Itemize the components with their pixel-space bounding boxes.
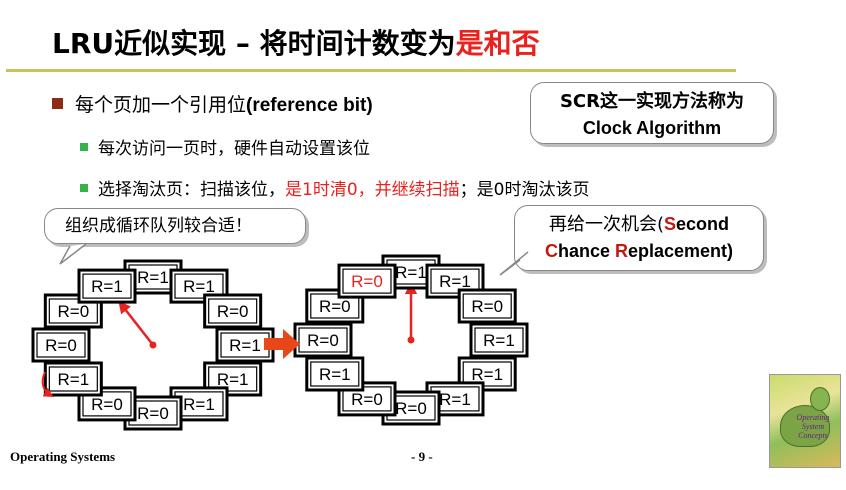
title-rule bbox=[6, 69, 736, 72]
transition-arrow-icon bbox=[264, 329, 300, 359]
frame-label: R=0 bbox=[471, 297, 503, 316]
sub-bullet-2: 选择淘汰页：扫描该位，是1时清0，并继续扫描；是0时淘汰该页 bbox=[80, 175, 589, 200]
frame-label: R=0 bbox=[307, 331, 339, 350]
slide-title: LRU近似实现 – 将时间计数变为是和否 bbox=[52, 27, 540, 60]
page-frame: R=0 bbox=[203, 293, 263, 329]
footer-course: Operating Systems bbox=[10, 449, 116, 464]
square-bullet-icon bbox=[80, 184, 88, 192]
clock-center bbox=[149, 341, 157, 349]
frame-label: R=1 bbox=[439, 272, 471, 291]
square-bullet-icon bbox=[52, 98, 63, 109]
frame-label: R=0 bbox=[57, 302, 89, 321]
frame-label: R=0 bbox=[319, 297, 351, 316]
page-number: - 9 - bbox=[411, 449, 433, 464]
page-frame: R=1 bbox=[305, 356, 365, 392]
page-frame: R=0 bbox=[337, 263, 397, 299]
rotation-arrow-icon bbox=[41, 371, 54, 397]
frame-label: R=1 bbox=[395, 263, 427, 282]
frame-label: R=1 bbox=[471, 365, 503, 384]
page-frame: R=1 bbox=[77, 268, 137, 304]
frame-label: R=0 bbox=[45, 336, 77, 355]
frame-label: R=0 bbox=[395, 399, 427, 418]
frame-label: R=0 bbox=[351, 390, 383, 409]
frame-label: R=1 bbox=[91, 277, 123, 296]
page-frame: R=1 bbox=[43, 361, 103, 397]
book-cover-image: Operating System Concepts bbox=[769, 374, 841, 468]
clock-algorithm-callout: SCR这一实现方法称为 Clock Algorithm bbox=[530, 82, 774, 144]
frame-label: R=1 bbox=[183, 395, 215, 414]
page-frame: R=1 bbox=[203, 361, 263, 397]
clock-hand-icon bbox=[118, 300, 154, 346]
page-frame: R=1 bbox=[457, 356, 517, 392]
page-frame: R=1 bbox=[215, 327, 275, 363]
page-frame: R=0 bbox=[457, 288, 517, 324]
square-bullet-icon bbox=[80, 143, 88, 151]
frame-label: R=1 bbox=[229, 336, 261, 355]
frame-label: R=0 bbox=[137, 404, 169, 423]
clock-center bbox=[407, 336, 415, 344]
page-frame: R=1 bbox=[469, 322, 529, 358]
frame-label: R=1 bbox=[183, 277, 215, 296]
callout-tail bbox=[499, 251, 529, 276]
page-frame: R=0 bbox=[31, 327, 91, 363]
frame-label: R=1 bbox=[319, 365, 351, 384]
frame-label: R=1 bbox=[439, 390, 471, 409]
callout-tail bbox=[59, 243, 87, 265]
frame-label: R=0 bbox=[217, 302, 249, 321]
frame-label: R=1 bbox=[217, 370, 249, 389]
frame-label: R=1 bbox=[57, 370, 89, 389]
page-frame: R=1 bbox=[425, 263, 485, 299]
main-bullet: 每个页加一个引用位(reference bit) bbox=[52, 90, 373, 117]
frame-label: R=0 bbox=[91, 395, 123, 414]
sub-bullet-1: 每次访问一页时，硬件自动设置该位 bbox=[80, 134, 370, 159]
second-chance-callout: 再给一次机会(Second Chance Replacement) bbox=[514, 205, 764, 271]
frame-label: R=0 bbox=[351, 272, 383, 291]
circular-queue-callout: 组织成循环队列较合适！ bbox=[44, 208, 306, 244]
title-highlight: 是和否 bbox=[455, 27, 540, 60]
frame-label: R=1 bbox=[137, 268, 169, 287]
frame-label: R=1 bbox=[483, 331, 515, 350]
page-frame: R=0 bbox=[293, 322, 353, 358]
